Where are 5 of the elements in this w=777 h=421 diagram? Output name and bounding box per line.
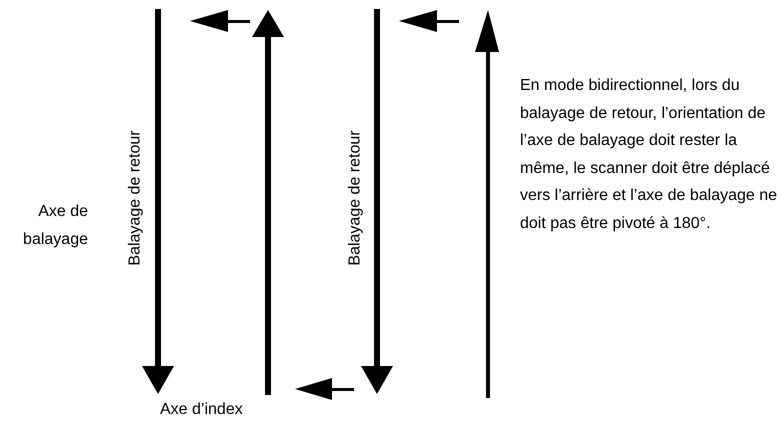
axis-label: Axe de balayage [22,202,88,250]
axis-label: Balayage de retour [345,130,364,266]
axis-label: Balayage de retour [125,130,144,266]
axis-label: Axe d’index [160,400,243,420]
note-text: En mode bidirectionnel, lors du balayage de retour, l’orientation de l’axe de balayage doit rester la même, le scanner doit être déplacé vers l’arrière et l’axe de balayage ne doit pas être pivoté à 180°. [520,76,777,234]
